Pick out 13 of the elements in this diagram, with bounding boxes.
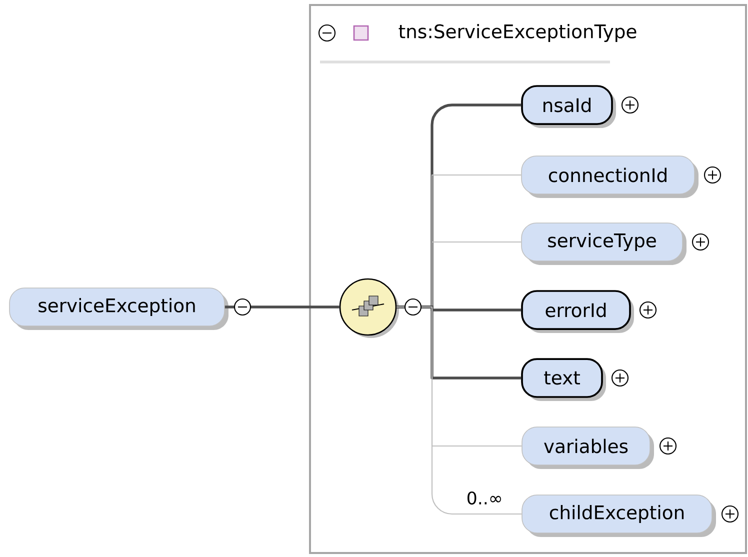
connector-line	[396, 306, 522, 380]
edge-label: 0..∞	[465, 490, 504, 506]
element-pill: serviceException	[9, 288, 229, 330]
element-pill: serviceType	[521, 222, 687, 265]
element-pill: connectionId	[521, 156, 699, 198]
element-pill: variables	[522, 426, 654, 469]
element-pill: errorId	[521, 290, 634, 333]
connector-line	[396, 306, 522, 515]
element-pill: text	[521, 358, 606, 401]
element-pill: nsaId	[521, 85, 616, 128]
connector-line	[224, 306, 340, 308]
sequence-circle	[339, 278, 399, 338]
element-pill: childException	[522, 494, 716, 537]
